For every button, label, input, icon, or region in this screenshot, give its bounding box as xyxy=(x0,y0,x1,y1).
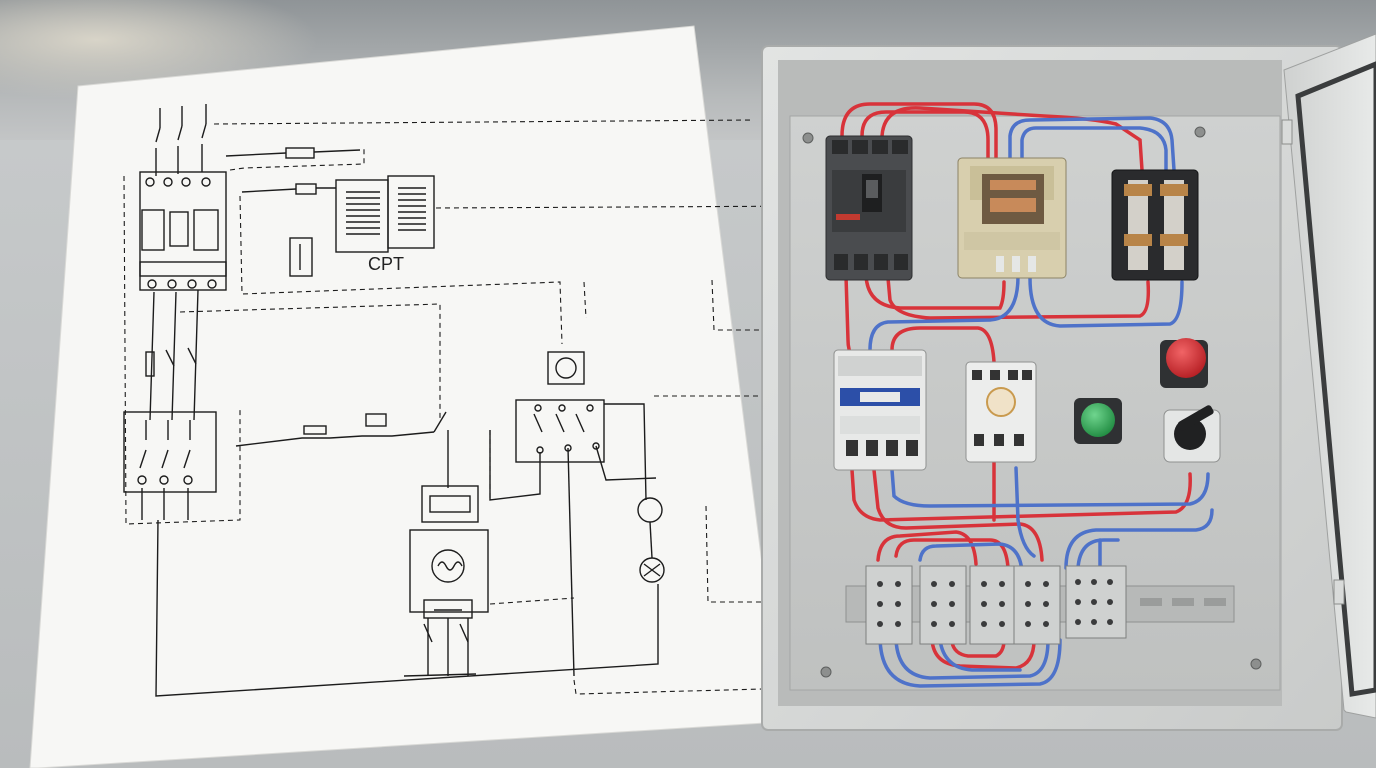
door-hinge-bottom xyxy=(1333,579,1345,605)
fuse-holder-icon xyxy=(1111,169,1199,281)
secondary-fuse-symbol xyxy=(289,237,313,277)
din-rail-slots xyxy=(1140,598,1226,606)
timer-relay-icon xyxy=(965,361,1037,463)
timer-relay-symbol xyxy=(515,351,605,463)
paper xyxy=(29,25,783,768)
overload-relay-symbol xyxy=(123,411,217,520)
cpt-label: CPT xyxy=(368,254,404,274)
terminal-block-icon xyxy=(865,565,1127,645)
motor-coil-symbol xyxy=(409,485,489,676)
wires-blue xyxy=(868,116,1214,688)
main-breaker-symbol xyxy=(139,171,227,291)
control-transformer-icon xyxy=(957,157,1067,279)
stop-pushbutton-symbol xyxy=(303,425,327,435)
fuse-symbol xyxy=(145,351,155,377)
door-gasket xyxy=(1295,61,1376,697)
door-hinge-top xyxy=(1281,119,1293,145)
schematic-sheet: CPT xyxy=(29,25,846,768)
start-pushbutton-symbol xyxy=(365,413,387,427)
selector-switch-icon xyxy=(1163,405,1221,463)
wires-red xyxy=(840,102,1192,670)
emergency-stop-icon xyxy=(1160,338,1208,388)
main-breaker-icon xyxy=(825,135,913,281)
control-panel xyxy=(761,33,1376,731)
cpt-transformer-symbol xyxy=(335,175,435,253)
mounting-screws xyxy=(802,126,1262,678)
contactor-icon xyxy=(833,349,927,471)
schematic-lines xyxy=(123,104,665,697)
start-button-icon xyxy=(1074,398,1122,444)
schematic-dashed-lines xyxy=(123,119,846,695)
